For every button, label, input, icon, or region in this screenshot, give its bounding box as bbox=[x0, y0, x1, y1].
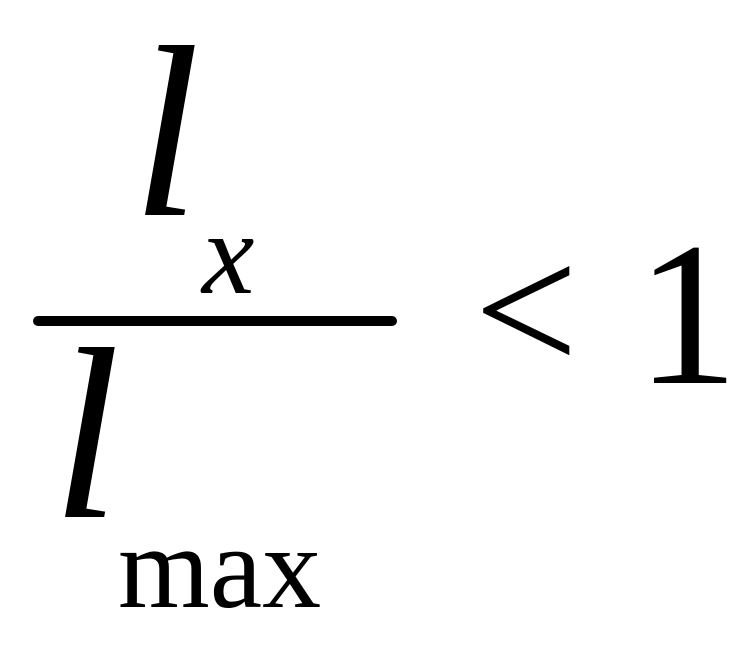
right-hand-side: 1 bbox=[636, 201, 739, 428]
fraction-bar bbox=[33, 316, 397, 326]
denominator-subscript: max bbox=[118, 502, 322, 633]
numerator-subscript: x bbox=[202, 188, 255, 319]
denominator-variable: l bbox=[52, 299, 121, 570]
numerator-variable: l bbox=[132, 0, 201, 268]
less-than-sign: < bbox=[474, 208, 579, 413]
